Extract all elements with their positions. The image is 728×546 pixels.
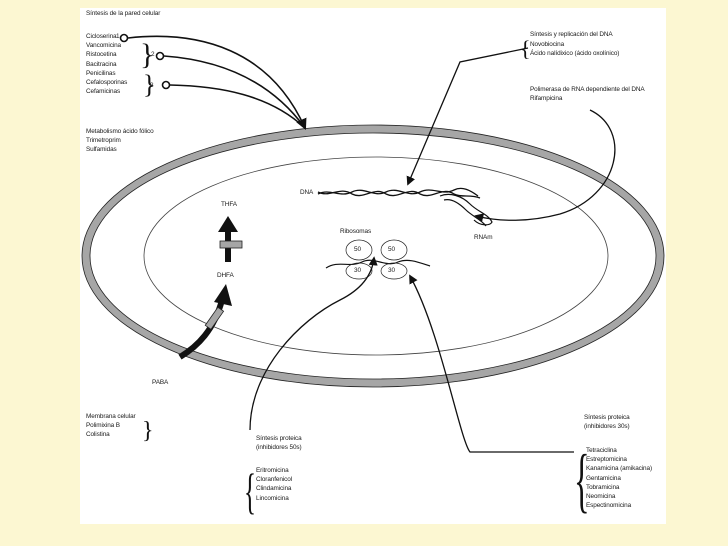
cell-interior — [89, 132, 657, 380]
cell-wall-brace-2: } — [143, 70, 156, 99]
dna-helix — [317, 187, 481, 199]
cell-wall-drug-list: Cicloserina Vancomicina Ristocetina Baci… — [86, 32, 127, 96]
drug-vancomicina: Vancomicina — [86, 42, 122, 50]
rna-polymerase-list: Polimerasa de RNA dependiente del DNA Ri… — [530, 85, 645, 103]
ribosome-30s-label-2: 30 — [388, 267, 395, 274]
protein-50s-brace: { — [244, 463, 256, 519]
drug-gentamicina: Gentamicina — [586, 474, 621, 482]
dna-label: DNA — [300, 189, 314, 196]
cell-wall-brace-1: } — [140, 38, 155, 71]
drug-acido-nalidixico: Ácido nalídixico (ácido oxolínico) — [530, 50, 620, 58]
rna-polymerase-arrow — [474, 109, 616, 223]
ribosomes-label: Ribosomas — [340, 228, 372, 235]
protein-30s-title: Síntesis proteica — [584, 414, 630, 421]
drug-sulfamidas: Sulfamidas — [86, 146, 117, 154]
step-number-3: 3 — [150, 82, 154, 89]
protein-50s-heading: Síntesis proteica (inhibidores 50s) — [256, 434, 302, 452]
rna-polymerase-title: Polimerasa de RNA dependiente del DNA — [530, 86, 645, 93]
ribosomes — [345, 239, 408, 280]
drug-polimixina-b: Polimixina B — [86, 422, 120, 430]
drug-estreptomicina: Estreptomicina — [586, 456, 627, 464]
membrane-title: Membrana celular — [86, 413, 136, 420]
folate-pathway-arrows — [178, 216, 243, 360]
ribosome-30s-label-1: 30 — [354, 267, 361, 274]
protein-30s-subtitle: (inhibidores 30s) — [584, 423, 630, 431]
protein-50s-subtitle: (inhibidores 50s) — [256, 444, 302, 452]
drug-lincomicina: Lincomicina — [256, 494, 289, 502]
ribosome-50s-label-2: 50 — [388, 246, 395, 253]
step-number-1: 1 — [116, 33, 120, 40]
drug-trimetroprim: Trimetroprim — [86, 137, 121, 145]
drug-colistina: Colistina — [86, 431, 110, 439]
protein-50s-drug-list: Eritromicina Cloranfenicol Clindamicina … — [256, 466, 292, 503]
cell-membrane — [143, 156, 609, 356]
drug-tobramicina: Tobramicina — [586, 483, 620, 491]
cell-wall-title: Síntesis de la pared celular — [86, 10, 161, 17]
drug-kanamicina: Kanamicina (amikacina) — [586, 465, 652, 473]
drug-clindamicina: Clindamicina — [256, 485, 292, 493]
dna-synthesis-arrow — [406, 47, 529, 186]
drug-cefalosporinas: Cefalosporinas — [86, 79, 128, 87]
protein-50s-title: Síntesis proteica — [256, 435, 302, 442]
drug-rifampicina: Rifampicina — [530, 95, 563, 103]
dna-synthesis-brace: { — [520, 36, 531, 61]
drug-cicloserina: Cicloserina — [86, 33, 117, 40]
rnam-label: RNAm — [474, 234, 493, 241]
dhfa-label: DHFA — [217, 272, 234, 279]
ribosome-mrna — [325, 259, 431, 269]
step-number-2: 2 — [151, 51, 155, 58]
dna-synthesis-title: Síntesis y replicación del DNA — [530, 31, 613, 38]
drug-eritromicina: Eritromicina — [256, 467, 289, 474]
folate-drug-list: Metabolismo ácido fólico Trimetroprim Su… — [86, 127, 154, 155]
paba-label: PABA — [152, 379, 169, 386]
drug-neomicina: Neomicina — [586, 493, 616, 501]
drug-bacitracina: Bacitracina — [86, 60, 117, 68]
drug-tetraciclina: Tetraciclina — [586, 447, 617, 454]
drug-cloranfenicol: Cloranfenicol — [256, 476, 292, 484]
drug-espectinomicina: Espectinomicina — [586, 502, 632, 510]
drug-penicilinas: Penicilinas — [86, 69, 116, 77]
drug-ristocetina: Ristocetina — [86, 51, 117, 59]
ribosome-50s-label-1: 50 — [354, 246, 361, 253]
thfa-label: THFA — [221, 201, 237, 208]
protein-30s-heading: Síntesis proteica (inhibidores 30s) — [584, 413, 630, 431]
dna-synthesis-drug-list: Novobiocina Ácido nalídixico (ácido oxol… — [530, 40, 619, 58]
protein-30s-arrow — [409, 274, 574, 453]
cell-wall-arrows — [119, 33, 307, 131]
folate-title: Metabolismo ácido fólico — [86, 128, 154, 135]
protein-30s-drug-list: Tetraciclina Estreptomicina Kanamicina (… — [586, 446, 652, 510]
drug-cefamicinas: Cefamicinas — [86, 88, 121, 96]
protein-30s-brace: { — [574, 440, 590, 520]
membrane-brace: } — [142, 418, 154, 444]
membrane-drug-list: Membrana celular Polimixina B Colistina — [86, 412, 136, 440]
drug-novobiocina: Novobiocina — [530, 41, 565, 48]
protein-50s-arrow — [249, 256, 378, 431]
